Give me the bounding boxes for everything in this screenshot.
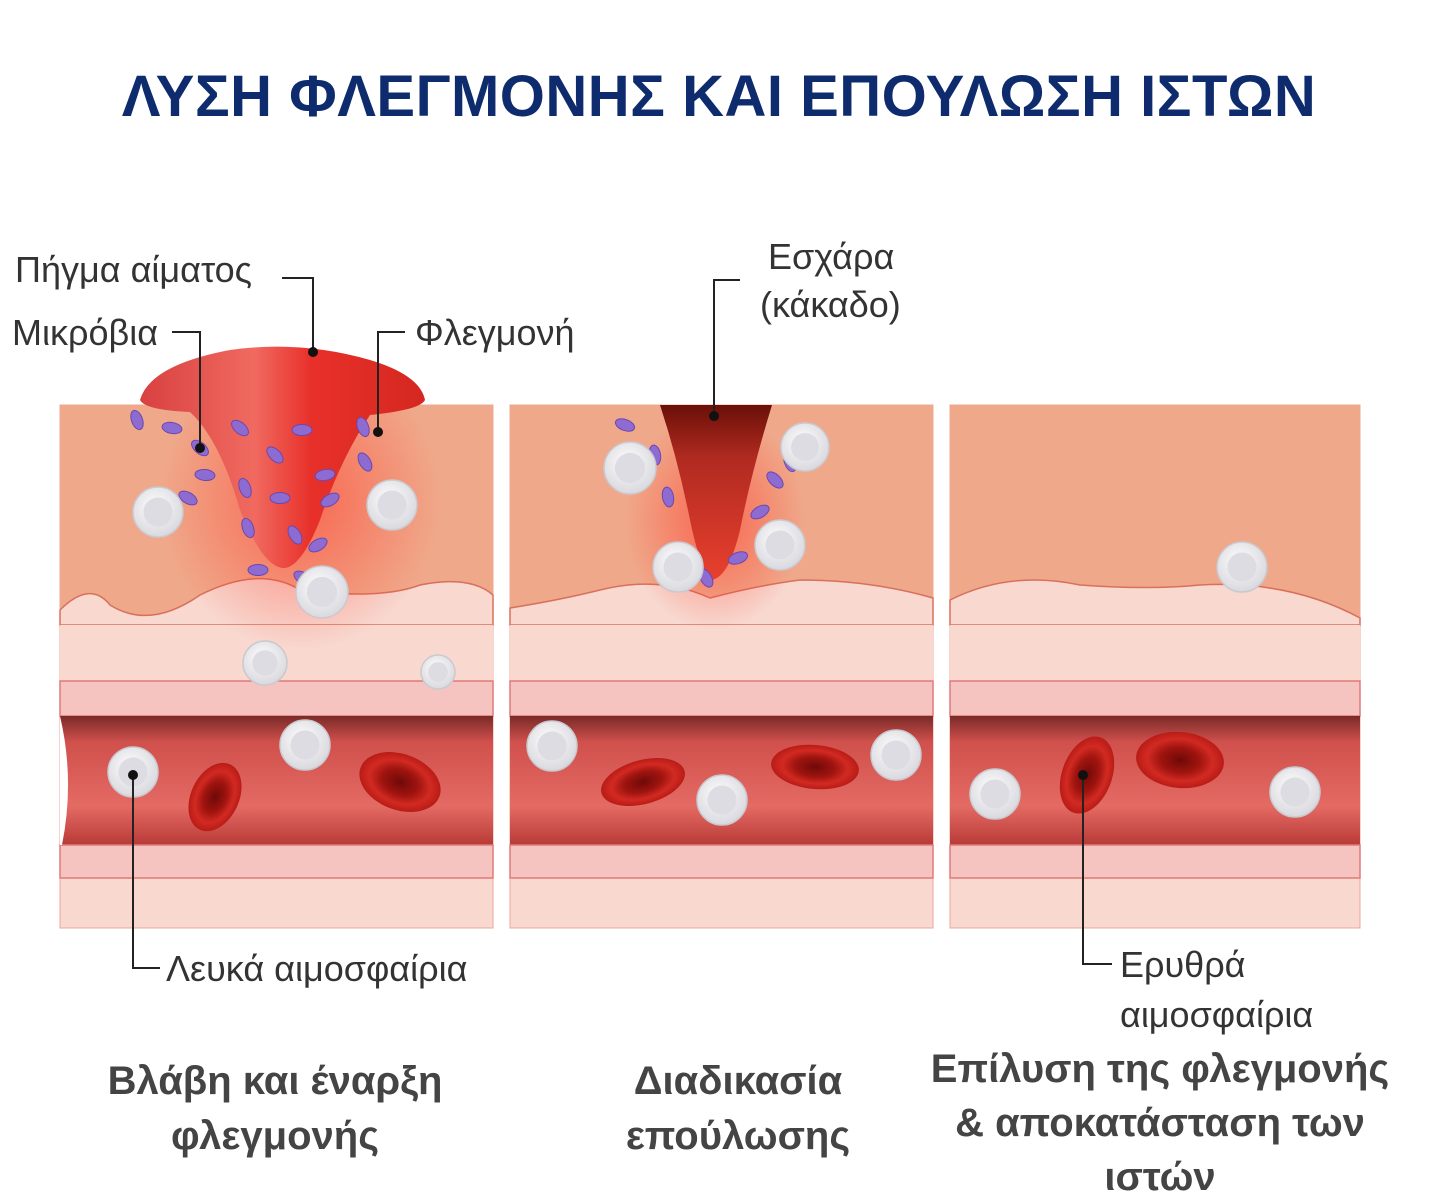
label-inflammation: Φλεγμονή bbox=[415, 312, 575, 353]
microbe bbox=[194, 468, 216, 482]
white-blood-cell bbox=[420, 654, 456, 690]
cell-nucleus bbox=[663, 552, 693, 582]
microbe bbox=[356, 416, 370, 438]
microbe bbox=[266, 446, 284, 464]
white-blood-cell bbox=[603, 441, 657, 495]
cell-nucleus bbox=[537, 731, 567, 761]
leader-dot bbox=[195, 443, 205, 453]
vessel-wall-bottom bbox=[949, 844, 1361, 879]
leader-dot bbox=[709, 411, 719, 421]
leader-line bbox=[1082, 775, 1112, 965]
leader-dot bbox=[373, 427, 383, 437]
white-blood-cell bbox=[696, 774, 748, 826]
white-blood-cell bbox=[242, 640, 288, 686]
white-blood-cell bbox=[1269, 766, 1321, 818]
red-blood-cell bbox=[1136, 731, 1224, 789]
vessel-wall-bottom bbox=[59, 844, 494, 879]
microbe bbox=[269, 492, 291, 504]
red-blood-cell bbox=[771, 744, 859, 790]
microbe bbox=[314, 468, 336, 482]
caption-healing-line2: επούλωσης bbox=[625, 1114, 851, 1158]
cell-nucleus bbox=[290, 730, 320, 760]
cell-nucleus bbox=[980, 779, 1010, 809]
label-blood-clot: Πήγμα αίματος bbox=[15, 249, 253, 290]
caption-resolution-line2: & αποκατάσταση των bbox=[955, 1101, 1365, 1145]
leader-line bbox=[132, 775, 160, 969]
subdermis-fill bbox=[510, 625, 933, 681]
cell-nucleus bbox=[1280, 777, 1310, 807]
cell-nucleus bbox=[252, 650, 278, 676]
microbe bbox=[320, 492, 340, 508]
cell-nucleus bbox=[1227, 552, 1257, 582]
microbe bbox=[661, 486, 675, 508]
red-blood-cell bbox=[359, 752, 441, 812]
label-red-blood-cells-line1: Ερυθρά bbox=[1120, 944, 1246, 985]
caption-resolution-line3: ιστών bbox=[1104, 1155, 1216, 1199]
label-white-blood-cells: Λευκά αιμοσφαίρια bbox=[166, 948, 468, 989]
microbe bbox=[727, 551, 749, 565]
white-blood-cell bbox=[132, 486, 184, 538]
cell-nucleus bbox=[765, 530, 795, 560]
vessel-wall-top bbox=[509, 680, 934, 717]
vessel-wall-top bbox=[949, 680, 1361, 717]
white-blood-cell bbox=[969, 768, 1021, 820]
white-blood-cell bbox=[526, 720, 578, 772]
white-blood-cell bbox=[780, 422, 830, 472]
leader-line bbox=[282, 277, 314, 352]
microbe bbox=[766, 471, 784, 489]
microbe bbox=[287, 525, 303, 545]
microbe bbox=[750, 504, 770, 520]
caption-resolution-line1: Επίλυση της φλεγμονής bbox=[930, 1047, 1390, 1091]
label-microbes: Μικρόβια bbox=[12, 312, 159, 353]
caption-healing-line1: Διαδικασία bbox=[633, 1059, 843, 1103]
cell-nucleus bbox=[707, 785, 737, 815]
label-scab-line2: (κάκαδο) bbox=[760, 284, 901, 325]
cell-nucleus bbox=[791, 433, 819, 461]
microbe bbox=[308, 537, 328, 553]
vessel-opening bbox=[60, 716, 69, 845]
white-blood-cell bbox=[1216, 541, 1268, 593]
cell-nucleus bbox=[881, 740, 911, 770]
white-blood-cell bbox=[754, 519, 806, 571]
label-scab-line1: Εσχάρα bbox=[768, 236, 895, 277]
label-red-blood-cells-line2: αιμοσφαίρια bbox=[1120, 994, 1314, 1035]
microbe bbox=[357, 452, 373, 472]
vessel-wall-bottom bbox=[509, 844, 934, 879]
white-blood-cell bbox=[279, 719, 331, 771]
microbe bbox=[231, 419, 249, 437]
white-blood-cell bbox=[366, 479, 418, 531]
leader-line bbox=[713, 279, 740, 416]
dermis-boundary bbox=[949, 579, 1361, 626]
microbe bbox=[178, 490, 198, 506]
white-blood-cell bbox=[295, 565, 349, 619]
caption-injury-line2: φλεγμονής bbox=[171, 1114, 379, 1158]
leader-dot bbox=[128, 770, 138, 780]
cell-nucleus bbox=[306, 576, 338, 608]
leader-dot bbox=[308, 347, 318, 357]
caption-injury-line1: Βλάβη και έναρξη bbox=[107, 1059, 443, 1103]
white-blood-cell bbox=[870, 729, 922, 781]
red-blood-cell bbox=[601, 758, 685, 806]
microbe bbox=[291, 424, 313, 436]
microbe bbox=[247, 564, 269, 576]
microbe bbox=[161, 421, 183, 435]
leader-line bbox=[377, 331, 405, 432]
leader-line bbox=[172, 331, 201, 448]
microbe bbox=[241, 517, 255, 539]
microbe bbox=[238, 477, 252, 499]
cell-nucleus bbox=[428, 662, 448, 682]
page-title: ΛΥΣΗ ΦΛΕΓΜΟΝΗΣ ΚΑΙ ΕΠΟΥΛΩΣΗ ΙΣΤΩΝ bbox=[121, 64, 1317, 129]
leader-dot bbox=[1078, 770, 1088, 780]
red-blood-cell bbox=[188, 762, 242, 832]
cell-nucleus bbox=[377, 490, 407, 520]
cell-nucleus bbox=[143, 497, 173, 527]
tissue-panel-3 bbox=[949, 404, 1361, 929]
cell-nucleus bbox=[614, 452, 646, 484]
white-blood-cell bbox=[652, 541, 704, 593]
scab bbox=[660, 405, 772, 580]
microbe bbox=[614, 418, 636, 432]
microbe bbox=[130, 409, 144, 431]
subdermis-fill bbox=[950, 625, 1360, 681]
